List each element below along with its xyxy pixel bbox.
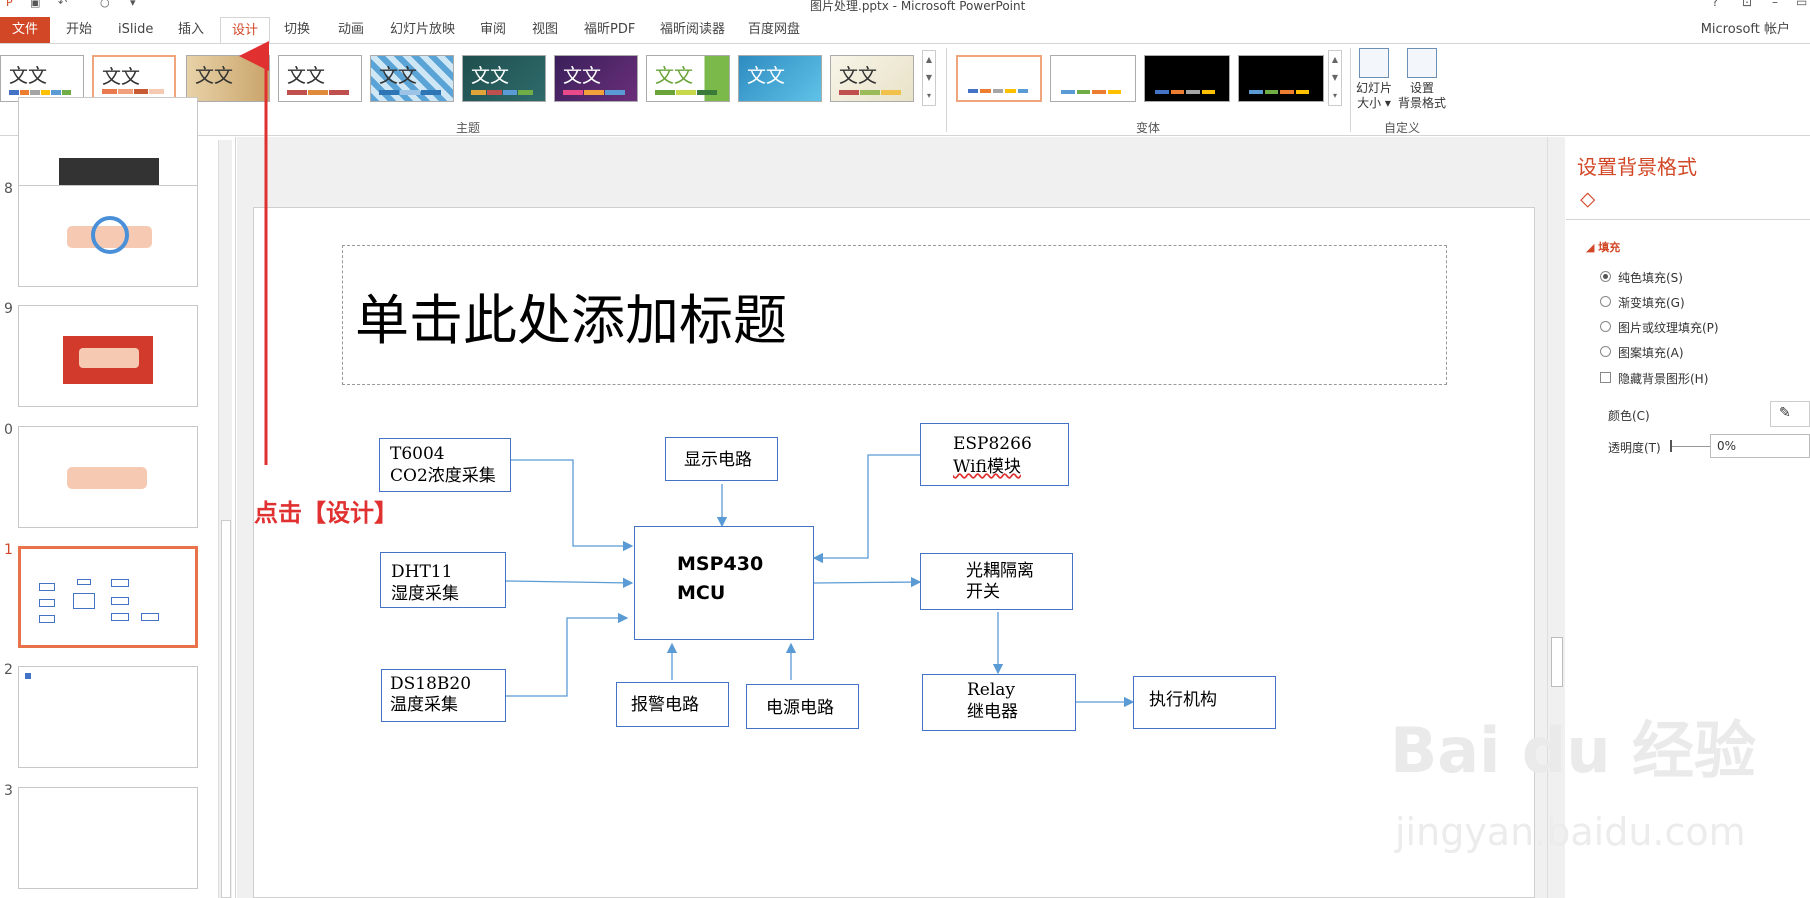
tab-slideshow[interactable]: 幻灯片放映 xyxy=(390,22,456,37)
pane-title: 设置背景格式 xyxy=(1577,155,1697,179)
tab-file[interactable]: 文件 xyxy=(0,17,50,43)
transparency-input[interactable]: 0% xyxy=(1710,434,1810,458)
format-background-icon xyxy=(1407,48,1437,78)
thumbnail-12[interactable] xyxy=(18,666,198,768)
account-label[interactable]: Microsoft 帐户 xyxy=(1700,22,1790,37)
variant-1[interactable] xyxy=(956,55,1042,102)
customize-qat-icon[interactable]: ▾ xyxy=(130,0,136,9)
theme-dark-teal[interactable]: 文文 xyxy=(462,55,546,102)
restore-icon[interactable]: ▭ xyxy=(1796,0,1808,9)
tab-home[interactable]: 开始 xyxy=(66,22,93,37)
powerpoint-logo-icon: P xyxy=(6,0,13,9)
theme-blue[interactable]: 文文 xyxy=(738,55,822,102)
window-title: 图片处理.pptx - Microsoft PowerPoint xyxy=(810,0,1026,13)
thumbnail-11-selected[interactable] xyxy=(18,546,198,648)
title-bar: P ▣ ↶ ○ ▾ 图片处理.pptx - Microsoft PowerPoi… xyxy=(0,0,1810,13)
save-icon[interactable]: ▣ xyxy=(30,0,41,9)
block-ds18b20[interactable]: DS18B20 温度采集 xyxy=(381,669,506,722)
ribbon-display-icon[interactable]: ⊡ xyxy=(1742,0,1753,9)
format-background-pane: 设置背景格式 ⬦ ◢ 填充 纯色填充(S) 渐变填充(G) 图片或纹理填充(P)… xyxy=(1566,137,1810,898)
redo-icon[interactable]: ○ xyxy=(100,0,110,9)
baidu-watermark-url: jingyan.baidu.com xyxy=(1395,810,1746,854)
thumbnail-13[interactable] xyxy=(18,787,198,889)
variants-gallery-scroll[interactable]: ▲▼▾ xyxy=(1328,50,1342,106)
color-label: 颜色(C) xyxy=(1608,409,1650,423)
format-background-button[interactable]: 设置 背景格式 xyxy=(1398,48,1446,111)
thumbnail-7[interactable] xyxy=(18,97,198,199)
transparency-slider-handle[interactable] xyxy=(1670,440,1672,452)
paint-bucket-icon: ✎ xyxy=(1779,405,1791,421)
color-picker-button[interactable]: ✎ xyxy=(1770,401,1810,427)
title-placeholder[interactable]: 单击此处添加标题 xyxy=(342,245,1447,385)
transparency-label: 透明度(T) xyxy=(1608,441,1661,455)
block-actuator[interactable]: 执行机构 xyxy=(1133,676,1276,729)
slide-size-button[interactable]: 幻灯片 大小 ▾ xyxy=(1356,48,1392,111)
variant-4[interactable] xyxy=(1238,55,1324,102)
help-icon[interactable]: ? xyxy=(1712,0,1719,9)
theme-purple[interactable]: 文文 xyxy=(554,55,638,102)
group-label-themes: 主题 xyxy=(456,121,481,135)
block-optocoupler-switch[interactable]: 光耦隔离 开关 xyxy=(920,553,1073,610)
theme-green[interactable]: 文文 xyxy=(646,55,730,102)
undo-icon[interactable]: ↶ xyxy=(58,0,68,9)
thumbnail-8[interactable] xyxy=(18,185,198,287)
tab-animations[interactable]: 动画 xyxy=(338,22,365,37)
group-label-custom: 自定义 xyxy=(1384,121,1421,135)
radio-solid-fill[interactable] xyxy=(1600,271,1611,282)
block-display-circuit[interactable]: 显示电路 xyxy=(665,437,778,481)
slide-thumbnails-pane: 8 9 0 1 2 3 xyxy=(0,97,236,898)
radio-pattern-fill[interactable] xyxy=(1600,346,1611,357)
transparency-slider[interactable] xyxy=(1670,446,1710,447)
slide-number-9: 9 xyxy=(4,301,13,317)
theme-pattern[interactable]: 文文 xyxy=(370,55,454,102)
tab-baidu-netdisk[interactable]: 百度网盘 xyxy=(748,22,801,37)
slide-number-12: 2 xyxy=(4,662,13,678)
tab-foxit-reader[interactable]: 福昕阅读器 xyxy=(660,22,726,37)
thumbnail-10[interactable] xyxy=(18,426,198,528)
tab-foxit-pdf[interactable]: 福昕PDF xyxy=(584,22,636,37)
block-power-circuit[interactable]: 电源电路 xyxy=(746,684,859,729)
block-relay[interactable]: Relay 继电器 xyxy=(922,674,1076,731)
variant-3[interactable] xyxy=(1144,55,1230,102)
tab-islide[interactable]: iSlide xyxy=(118,22,154,37)
editor-scrollbar[interactable] xyxy=(1547,137,1565,898)
design-ribbon: 文文 文文 文文 文文 文文 文文 文文 文文 xyxy=(0,43,1810,136)
annotation-click-design: 点击【设计】 xyxy=(254,499,398,527)
tab-insert[interactable]: 插入 xyxy=(178,22,205,37)
minimize-icon[interactable]: – xyxy=(1772,0,1778,9)
slide-number-13: 3 xyxy=(4,783,13,799)
fill-bucket-icon[interactable]: ⬦ xyxy=(1580,187,1596,212)
radio-gradient-fill[interactable] xyxy=(1600,296,1611,307)
slide-number-11: 1 xyxy=(4,542,13,558)
tab-view[interactable]: 视图 xyxy=(532,22,559,37)
variant-2[interactable] xyxy=(1050,55,1136,102)
baidu-watermark: Bai du 经验 xyxy=(1390,714,1757,787)
themes-gallery-scroll[interactable]: ▲▼▾ xyxy=(922,50,936,106)
thumbnail-9[interactable] xyxy=(18,305,198,407)
slide-number-8: 8 xyxy=(4,181,13,197)
radio-picture-fill[interactable] xyxy=(1600,321,1611,332)
slide-number-10: 0 xyxy=(4,422,13,438)
checkbox-hide-background[interactable] xyxy=(1600,372,1611,383)
theme-retro[interactable]: 文文 xyxy=(278,55,362,102)
block-msp430-mcu[interactable]: MSP430 MCU xyxy=(634,526,814,640)
group-label-variants: 变体 xyxy=(1136,121,1161,135)
block-alarm-circuit[interactable]: 报警电路 xyxy=(616,682,729,727)
section-fill[interactable]: ◢ 填充 xyxy=(1586,241,1621,254)
slide-size-icon xyxy=(1359,48,1389,78)
tab-transitions[interactable]: 切换 xyxy=(284,22,311,37)
theme-office[interactable]: 文文 xyxy=(0,55,84,102)
block-dht11[interactable]: DHT11 湿度采集 xyxy=(380,552,506,608)
block-t6004[interactable]: T6004 CO2浓度采集 xyxy=(379,438,511,492)
tab-review[interactable]: 审阅 xyxy=(480,22,507,37)
block-esp8266[interactable]: ESP8266 Wifi模块 xyxy=(920,423,1069,486)
theme-cream[interactable]: 文文 xyxy=(830,55,914,102)
